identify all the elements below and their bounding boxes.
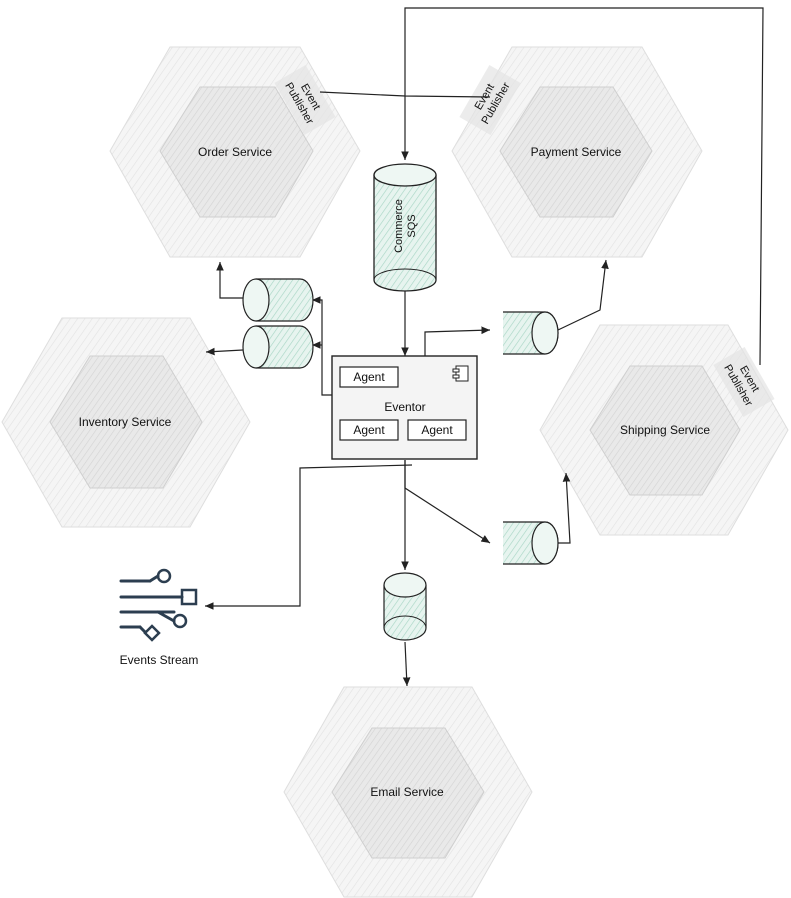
inventory-service-hexagon: Inventory Service — [1, 317, 251, 528]
email-queue-to-email-line — [402, 641, 411, 687]
order-service-hexagon: Order Service — [109, 46, 361, 258]
shipping-to-sqs-line — [401, 7, 764, 366]
agent-label-3: Agent — [421, 423, 453, 437]
inventory-queue — [242, 325, 314, 369]
sqs-label-line1: Commerce — [393, 199, 405, 253]
agent-box-1: Agent — [339, 366, 399, 388]
agent-label-2: Agent — [353, 423, 385, 437]
commerce-sqs-queue: Commerce SQS — [373, 163, 437, 292]
shipping-event-publisher-tag: Event Publisher — [713, 347, 775, 417]
events-stream-icon — [119, 568, 198, 642]
order-queue-to-order-line — [216, 262, 243, 299]
shipping-service-label: Shipping Service — [620, 423, 710, 437]
shipping-queue-to-shipping-line — [558, 472, 571, 544]
agent-box-3: Agent — [407, 419, 467, 441]
connectors — [205, 7, 764, 687]
eventor-to-left-queues-line — [312, 296, 332, 396]
payment-service-label: Payment Service — [531, 145, 622, 159]
agent-box-2: Agent — [339, 419, 399, 441]
eventor-component: Agent Eventor Agent Agent — [331, 355, 478, 460]
eventor-title: Eventor — [384, 400, 425, 414]
agent-label-1: Agent — [353, 370, 385, 384]
order-queue — [242, 278, 314, 322]
inventory-queue-to-inventory-line — [205, 347, 244, 356]
events-stream-label: Events Stream — [120, 653, 199, 667]
shipping-service-hexagon: Shipping Service — [539, 324, 789, 536]
eventor-to-payment-queue-line — [424, 326, 491, 356]
inventory-service-label: Inventory Service — [79, 415, 172, 429]
payment-queue — [503, 311, 559, 355]
email-queue — [383, 572, 427, 641]
component-icon — [452, 365, 469, 382]
eventor-to-shipping-queue-line — [404, 460, 491, 544]
email-service-hexagon: Email Service — [283, 686, 533, 898]
sqs-label-line2: SQS — [406, 214, 418, 237]
email-service-label: Email Service — [370, 785, 444, 799]
shipping-queue — [503, 521, 559, 565]
eventor-to-events-stream-line — [205, 464, 413, 610]
payment-service-hexagon: Payment Service — [451, 46, 703, 258]
order-service-label: Order Service — [198, 145, 272, 159]
payment-queue-to-payment-line — [557, 259, 609, 331]
